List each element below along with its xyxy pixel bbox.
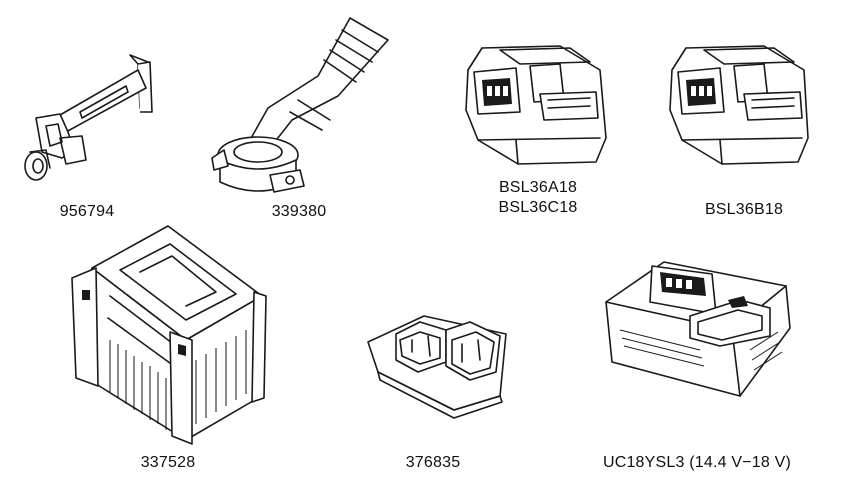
part-number: BSL36B18 [704,201,784,218]
part-label: BSL36A18 BSL36C18 [488,178,588,218]
part-label: 956794 [52,202,122,222]
part-label: 339380 [264,202,334,222]
part-number: UC18YSL3 (14.4 V−18 V) [602,454,792,471]
part-number: 339380 [271,203,327,220]
part-number: 376835 [405,454,461,471]
part-number: BSL36C18 [498,199,578,216]
part-number: 337528 [140,454,196,471]
part-number: 956794 [59,203,115,220]
part-label: 337528 [133,453,203,473]
part-label: UC18YSL3 (14.4 V−18 V) [592,453,802,473]
part-label: BSL36B18 [694,200,794,220]
part-label: 376835 [398,453,468,473]
part-number: BSL36A18 [498,179,578,196]
